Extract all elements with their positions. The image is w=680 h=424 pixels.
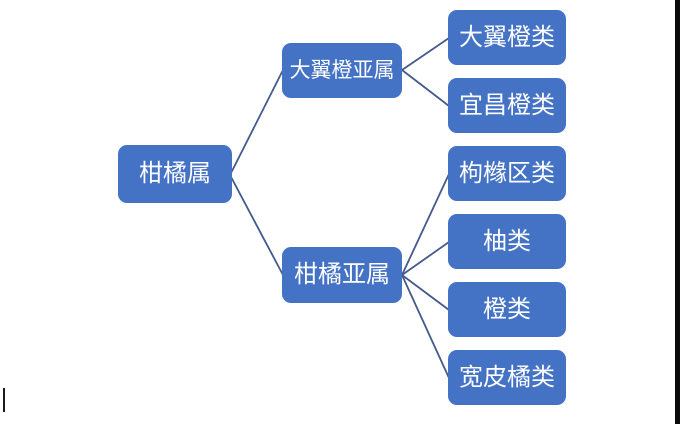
connector-citrus-to-leaf3 [401,241,450,276]
node-type-mandarin-label: 宽皮橘类 [459,363,555,391]
node-type-yichang-orange-label: 宜昌橙类 [459,91,555,119]
connector-citrus-to-leaf5 [401,274,450,379]
node-type-mandarin: 宽皮橘类 [448,350,566,405]
node-type-pomelo: 柚类 [448,214,566,269]
node-subgenus-papeda: 大翼橙亚属 [282,43,402,98]
node-subgenus-papeda-label: 大翼橙亚属 [289,59,395,82]
text-cursor-mark [3,388,5,412]
node-type-papeda-orange: 大翼橙类 [448,10,566,65]
node-type-papeda-orange-label: 大翼橙类 [459,23,555,51]
node-type-orange: 橙类 [448,282,566,337]
node-genus-citrus: 柑橘属 [118,145,232,203]
node-type-citron-label: 枸橼区类 [459,159,555,187]
node-genus-citrus-label: 柑橘属 [139,160,211,187]
node-type-orange-label: 橙类 [483,295,531,323]
right-edge-black-bar [675,0,680,424]
connector-citrus-to-leaf4 [401,274,450,311]
connector-papeda-to-leaf0 [401,37,450,71]
node-type-yichang-orange: 宜昌橙类 [448,78,566,133]
node-type-citron: 枸橼区类 [448,146,566,201]
node-subgenus-citrus-label: 柑橘亚属 [294,261,390,288]
node-type-pomelo-label: 柚类 [483,227,531,255]
connector-root-to-papeda [229,69,284,176]
connector-citrus-to-leaf2 [401,173,450,276]
connector-root-to-citrus [229,174,284,276]
connector-papeda-to-leaf1 [401,69,450,107]
node-subgenus-citrus: 柑橘亚属 [282,247,402,303]
